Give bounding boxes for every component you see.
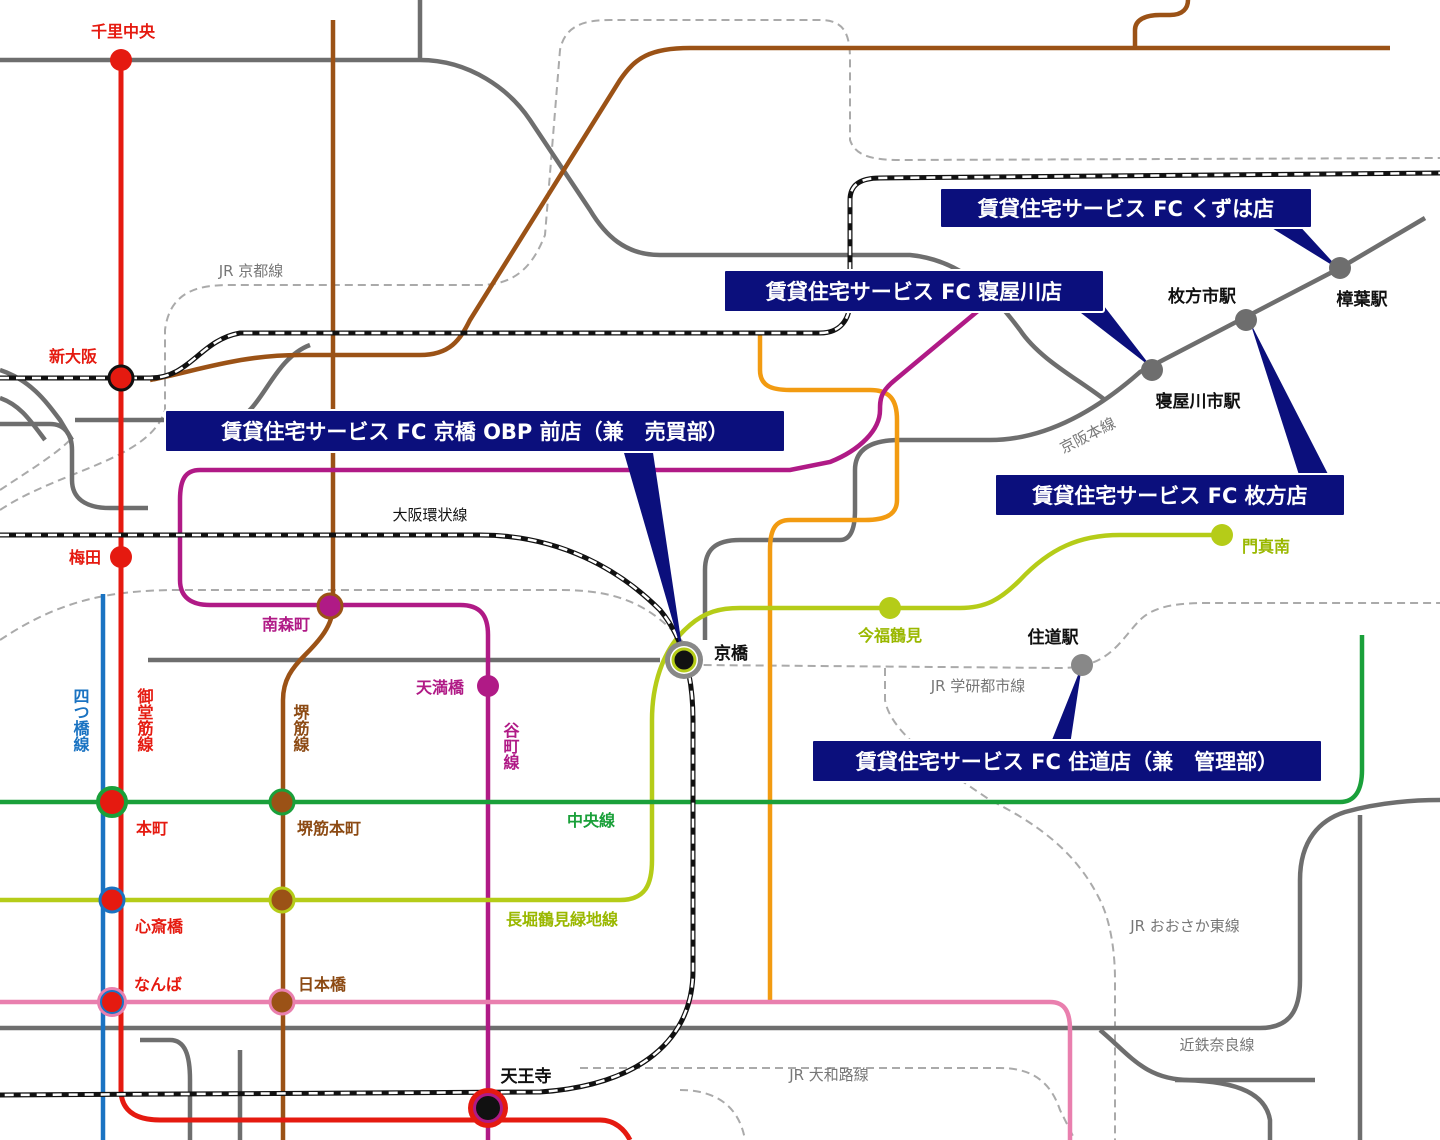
label-kyobashi: 京橋 xyxy=(714,643,749,664)
pointer-suido xyxy=(1050,665,1082,745)
stations xyxy=(96,49,1351,1128)
station-tennoji[interactable] xyxy=(468,1088,508,1128)
station-neyagawashi[interactable] xyxy=(1141,359,1163,381)
label-neyagawashi: 寝屋川市駅 xyxy=(1156,391,1242,412)
store-hirakata[interactable]: 賃貸住宅サービス FC 枚方店 xyxy=(994,473,1346,517)
station-senri-chuo[interactable] xyxy=(110,49,132,71)
store-kyobashi[interactable]: 賃貸住宅サービス FC 京橋 OBP 前店（兼 売買部） xyxy=(164,409,786,453)
label-namba: なんば xyxy=(134,975,182,994)
hankyu-umeda-line xyxy=(0,367,74,442)
label-midosuji: 御堂筋線 xyxy=(135,687,155,753)
label-osaka-loop: 大阪環状線 xyxy=(392,506,467,524)
jr-west-line xyxy=(0,439,71,491)
station-imafuku-tsurumi[interactable] xyxy=(879,597,901,619)
store-kuzuha-label: 賃貸住宅サービス FC くずは店 xyxy=(977,197,1274,221)
label-jr-kyoto: JR 京都線 xyxy=(218,262,284,280)
store-kuzuha[interactable]: 賃貸住宅サービス FC くずは店 xyxy=(939,187,1313,229)
station-kyobashi[interactable] xyxy=(665,641,703,679)
label-minami-morimachi: 南森町 xyxy=(262,615,310,634)
store-suido[interactable]: 賃貸住宅サービス FC 住道店（兼 管理部） xyxy=(811,739,1323,783)
label-sakaisuji-honmachi: 堺筋本町 xyxy=(297,819,361,838)
station-suido[interactable] xyxy=(1071,654,1093,676)
station-labels: 千里中央 新大阪 梅田 南森町 天満橋 京橋 今福鶴見 門真南 住道駅 枚方市駅… xyxy=(49,22,1389,1087)
pointer-hirakata xyxy=(1250,322,1330,478)
chuo-line xyxy=(0,635,1365,805)
pointer-neyagawa xyxy=(1072,306,1152,368)
jr-tokaido-dash xyxy=(0,171,1440,380)
station-tenmabashi[interactable] xyxy=(477,675,499,697)
pointer-kyobashi xyxy=(622,446,684,660)
label-imafuku-tsurumi: 今福鶴見 xyxy=(857,626,922,645)
store-hirakata-label: 賃貸住宅サービス FC 枚方店 xyxy=(1031,484,1307,508)
label-nipponbashi: 日本橋 xyxy=(298,975,347,994)
store-labels: 賃貸住宅サービス FC くずは店 賃貸住宅サービス FC 寝屋川店 賃貸住宅サー… xyxy=(164,187,1346,783)
brown-upper-line xyxy=(149,45,1390,383)
label-hirakatashi: 枚方市駅 xyxy=(1168,286,1237,307)
store-suido-label: 賃貸住宅サービス FC 住道店（兼 管理部） xyxy=(855,750,1278,774)
station-shin-osaka[interactable] xyxy=(107,364,135,392)
station-nipponbashi[interactable] xyxy=(268,988,296,1016)
kintetsu-nara-line xyxy=(0,797,1440,1031)
label-tenmabashi: 天満橋 xyxy=(416,678,465,697)
nankai-line-1 xyxy=(140,1037,193,1140)
label-kadoma-minami: 門真南 xyxy=(1242,537,1290,556)
label-chuo: 中央線 xyxy=(567,811,615,830)
brown-spur-line xyxy=(1132,0,1191,48)
label-jr-yamatoji: JR 大和路線 xyxy=(788,1066,869,1084)
station-namba[interactable] xyxy=(97,987,127,1017)
jr-osaka-higashi-line xyxy=(884,668,1116,1140)
jr-misc-line xyxy=(679,1089,746,1140)
station-shinsaibashi[interactable] xyxy=(98,886,126,914)
tanimachi-line xyxy=(177,303,987,1140)
pointer-kuzuha xyxy=(1262,222,1340,270)
station-shinsaibashi-sakaisuji[interactable] xyxy=(268,886,296,914)
hanshin-line xyxy=(0,421,148,511)
station-kadoma-minami[interactable] xyxy=(1211,524,1233,546)
label-senri-chuo: 千里中央 xyxy=(91,22,156,41)
label-honmachi: 本町 xyxy=(136,819,168,838)
jr-kyoto-line xyxy=(0,19,1440,511)
station-honmachi[interactable] xyxy=(96,786,128,818)
osaka-loop-umeda-line xyxy=(0,395,47,442)
label-tennoji: 天王寺 xyxy=(501,1066,552,1087)
label-shin-osaka: 新大阪 xyxy=(49,347,98,366)
store-neyagawa[interactable]: 賃貸住宅サービス FC 寝屋川店 xyxy=(723,269,1105,313)
sennichimae-line xyxy=(0,999,1073,1140)
orange-line xyxy=(757,335,900,1002)
label-jr-gakkentoshi: JR 学研都市線 xyxy=(930,677,1026,695)
store-kyobashi-label: 賃貸住宅サービス FC 京橋 OBP 前店（兼 売買部） xyxy=(220,420,728,444)
station-minami-morimachi[interactable] xyxy=(316,592,344,620)
label-yotsubashi: 四つ橋線 xyxy=(71,688,90,753)
station-sakaisuji-honmachi[interactable] xyxy=(268,788,296,816)
label-suido: 住道駅 xyxy=(1028,627,1080,648)
label-tanimachi: 谷町線 xyxy=(501,722,520,771)
station-umeda[interactable] xyxy=(110,546,132,568)
sakaisuji-line xyxy=(280,20,336,1140)
station-kuzuha[interactable] xyxy=(1329,257,1351,279)
station-hirakatashi[interactable] xyxy=(1235,309,1257,331)
hankyu-north-line xyxy=(0,57,1107,402)
kintetsu-south-line xyxy=(1174,1077,1273,1140)
label-kintetsu-nara: 近鉄奈良線 xyxy=(1179,1036,1254,1054)
label-nagahori: 長堀鶴見緑地線 xyxy=(506,910,618,929)
store-pointers xyxy=(622,222,1340,745)
label-jr-osaka-higashi: JR おおさか東線 xyxy=(1129,917,1240,935)
store-neyagawa-label: 賃貸住宅サービス FC 寝屋川店 xyxy=(765,280,1062,304)
midosuji-line xyxy=(118,60,633,1140)
label-umeda: 梅田 xyxy=(69,548,101,567)
line-labels: JR 京都線 大阪環状線 京阪本線 JR 学研都市線 中央線 長堀鶴見緑地線 J… xyxy=(71,262,1255,1084)
label-shinsaibashi: 心斎橋 xyxy=(135,917,184,936)
nagahori-line xyxy=(0,532,1222,903)
jr-yamatoji-line xyxy=(580,1067,1076,1140)
label-sakaisuji: 堺筋線 xyxy=(291,703,311,753)
label-kuzuha: 樟葉駅 xyxy=(1337,289,1389,310)
jr-main-lines xyxy=(0,170,1440,1098)
keihan-main-line xyxy=(702,216,1427,640)
